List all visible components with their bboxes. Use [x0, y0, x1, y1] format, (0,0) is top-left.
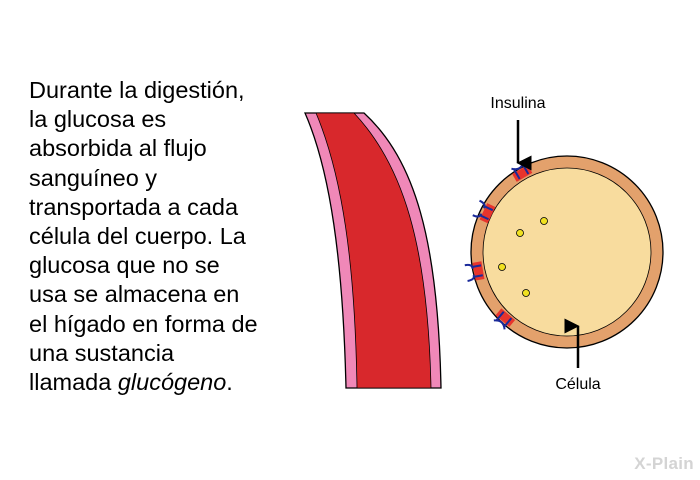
cell-interior: [482, 167, 652, 337]
text-line-9: el hígado en forma de: [29, 310, 258, 337]
text-line-11-suffix: .: [226, 369, 233, 396]
cell: [464, 155, 664, 349]
blood-vessel: [304, 112, 442, 389]
glucose-molecule: [540, 217, 548, 225]
glucose-molecule: [516, 229, 524, 237]
glycogen-term: glucógeno: [117, 369, 227, 396]
text-line-4: sanguíneo y: [29, 164, 158, 191]
text-line-3: absorbida al flujo: [29, 135, 207, 162]
insulin-receptor: [493, 308, 516, 330]
insulin-receptor: [464, 261, 485, 282]
glucose-molecule: [522, 289, 530, 297]
cell-label: Célula: [555, 376, 600, 393]
text-line-6: célula del cuerpo. La: [29, 223, 246, 250]
insulin-label: Insulina: [490, 95, 545, 112]
glucose-molecule: [498, 263, 506, 271]
text-line-10: una sustancia: [29, 339, 175, 366]
description-paragraph: Durante la digestión, la glucosa es abso…: [29, 76, 329, 397]
text-line-2: la glucosa es: [29, 106, 167, 133]
text-line-7: glucosa que no se: [29, 252, 220, 279]
text-line-1: Durante la digestión,: [29, 77, 245, 103]
vessel-blood: [315, 112, 432, 389]
xplain-logo: X-Plain: [634, 454, 694, 473]
insulin-receptor: [472, 199, 496, 224]
text-line-11-prefix: llamada: [29, 369, 118, 396]
text-line-5: transportada a cada: [29, 193, 239, 220]
text-line-8: usa se almacena en: [29, 281, 240, 308]
